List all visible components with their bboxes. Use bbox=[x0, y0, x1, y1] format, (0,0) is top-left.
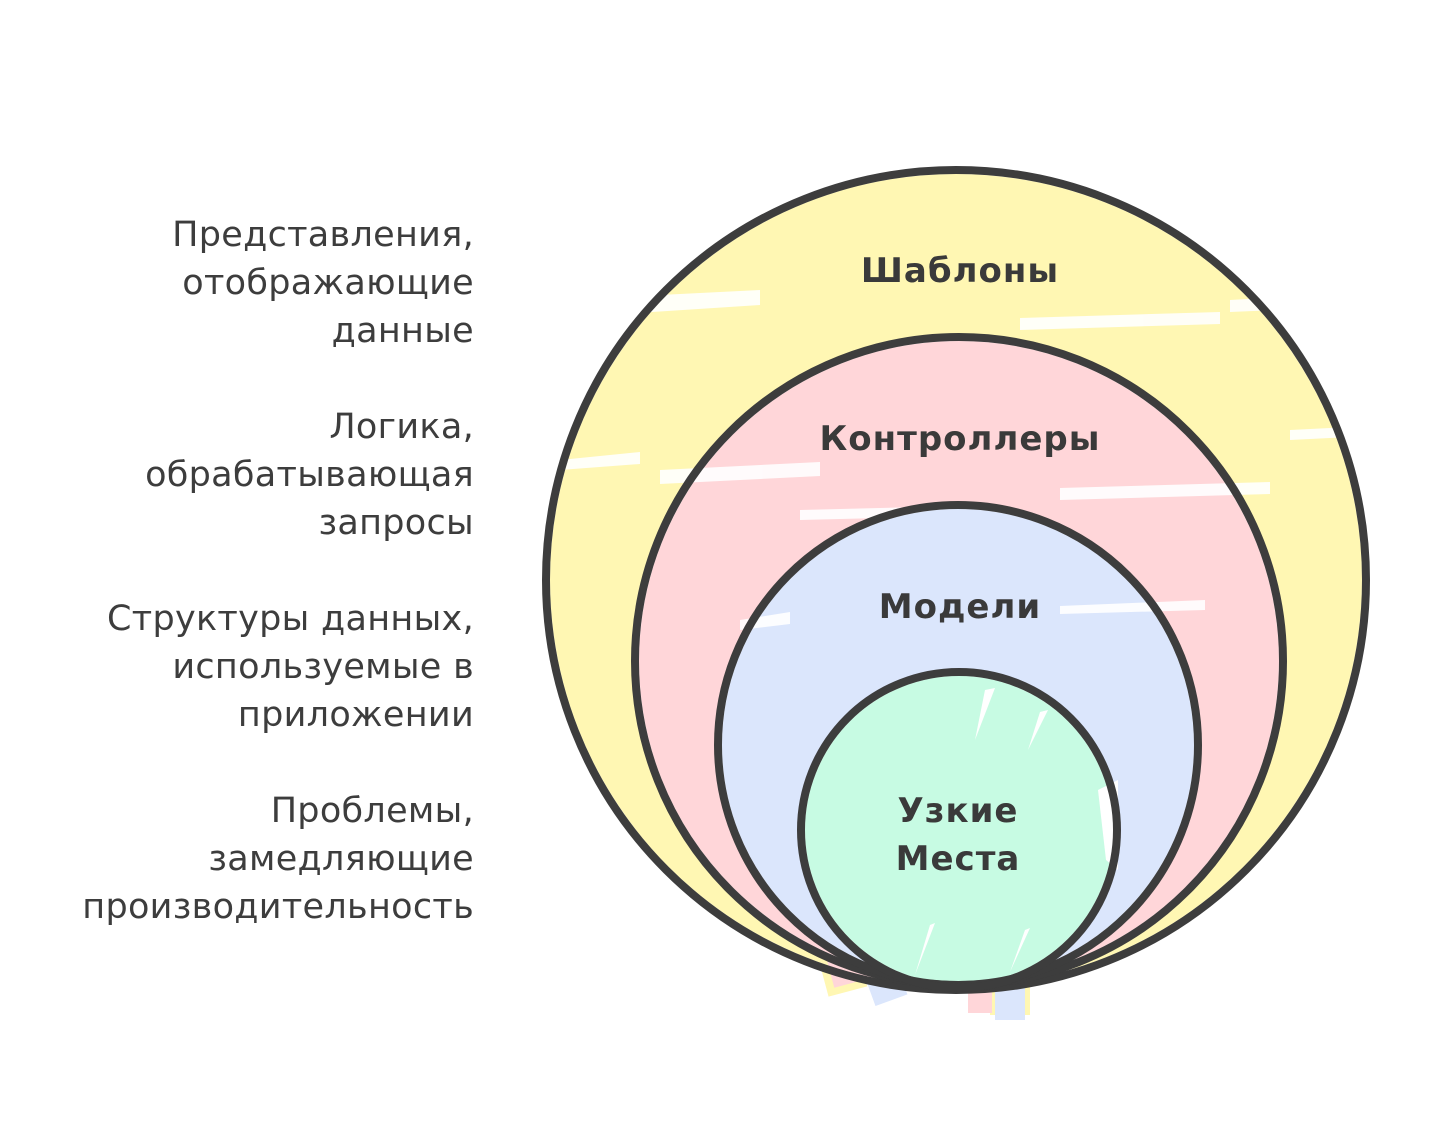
description-models: Структуры данных, используемые в приложе… bbox=[107, 599, 474, 735]
label-bottlenecks-line2: Места bbox=[896, 839, 1021, 879]
description-controllers: Логика, обрабатывающая запросы bbox=[145, 407, 474, 543]
label-models: Модели bbox=[879, 587, 1041, 627]
layer-bottlenecks bbox=[801, 672, 1118, 988]
description-bottlenecks: Проблемы, замедляющие производительность bbox=[82, 791, 474, 927]
label-templates: Шаблоны bbox=[861, 251, 1059, 291]
outline-bottlenecks bbox=[797, 668, 1121, 992]
description-templates: Представления, отображающие данные bbox=[172, 215, 474, 351]
label-bottlenecks-line1: Узкие bbox=[898, 791, 1019, 831]
label-controllers: Контроллеры bbox=[820, 419, 1101, 459]
